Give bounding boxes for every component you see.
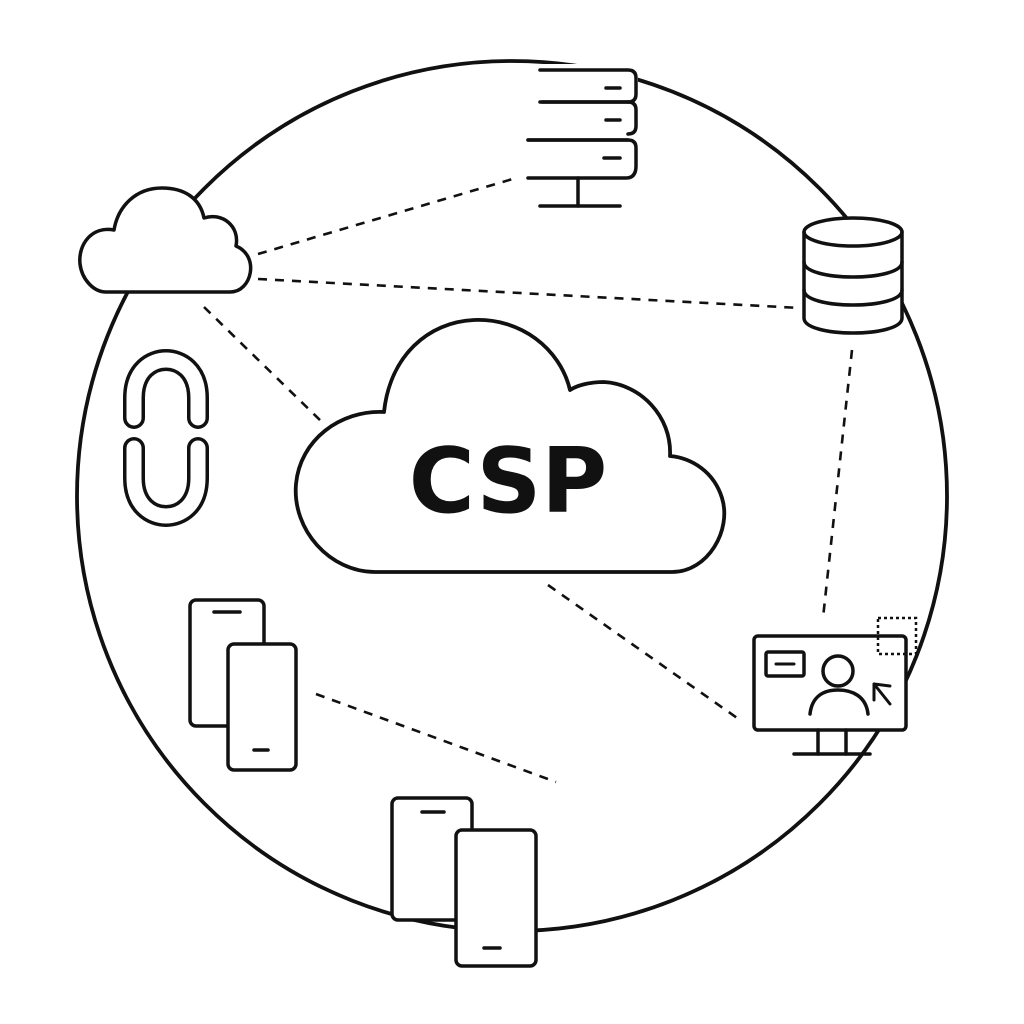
small-cloud-icon	[78, 186, 253, 294]
mobile-devices-left-icon	[188, 598, 298, 772]
connection-cloud-server	[257, 176, 517, 256]
connection-cloud-csp	[203, 306, 325, 425]
connection-cloud-database	[257, 277, 801, 310]
connection-csp-monitor	[547, 583, 741, 722]
mobile-devices-bottom-icon	[390, 796, 538, 968]
chain-link-icon	[123, 349, 209, 527]
connections	[203, 176, 854, 784]
server-rack-icon	[526, 64, 638, 208]
monitor-user-icon	[752, 616, 918, 756]
connection-database-monitor	[821, 349, 854, 619]
connection-phones	[315, 692, 557, 784]
csp-label: CSP	[409, 429, 608, 534]
database-icon	[802, 216, 904, 335]
csp-cloud: CSP	[293, 318, 727, 574]
